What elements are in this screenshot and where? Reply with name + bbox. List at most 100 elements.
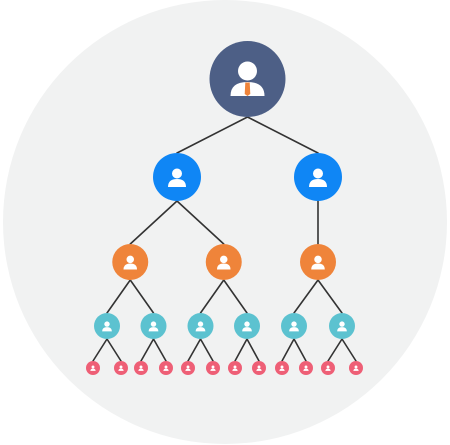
icon-body <box>303 368 309 371</box>
icon-head <box>257 365 261 369</box>
person-icon <box>256 365 262 371</box>
person-icon <box>279 365 285 371</box>
person-icon <box>185 365 191 371</box>
icon-body <box>217 263 231 270</box>
person-icon <box>337 321 347 332</box>
connector-line <box>199 279 225 314</box>
connector-line <box>293 279 319 314</box>
root-node <box>209 41 286 117</box>
member-node-level-4 <box>114 361 128 375</box>
person-icon <box>118 365 124 371</box>
member-node-level-3 <box>329 313 355 339</box>
member-node-level-3 <box>281 313 307 339</box>
icon-body <box>289 327 299 332</box>
connector-line <box>152 338 167 362</box>
person-icon <box>210 365 216 371</box>
member-node-level-4 <box>252 361 266 375</box>
connector-line <box>129 200 178 245</box>
connector-line <box>327 338 343 362</box>
icon-head <box>233 365 237 369</box>
icon-head <box>314 255 322 264</box>
icon-head <box>119 365 123 369</box>
icon-body <box>309 179 327 187</box>
person-icon <box>232 365 238 371</box>
icon-head <box>326 365 330 369</box>
person-icon <box>217 255 231 270</box>
member-node-level-1 <box>153 153 201 201</box>
icon-head <box>91 365 95 369</box>
connector-line <box>129 279 155 314</box>
member-node-level-1 <box>294 153 342 201</box>
person-icon <box>309 168 327 187</box>
icon-head <box>126 255 134 264</box>
member-node-level-3 <box>140 313 167 339</box>
member-node-level-4 <box>228 361 242 375</box>
icon-body <box>185 368 191 371</box>
person-icon <box>325 365 331 371</box>
person-icon <box>311 255 325 270</box>
person-icon <box>289 321 299 332</box>
member-node-level-3 <box>234 313 260 339</box>
person-icon <box>148 321 159 332</box>
icon-body <box>123 263 137 270</box>
icon-body <box>242 327 252 332</box>
icon-head <box>220 255 228 264</box>
icon-body <box>311 263 325 270</box>
member-node-level-2 <box>300 244 336 280</box>
icon-head <box>238 61 257 81</box>
icon-head <box>150 321 157 327</box>
member-node-level-4 <box>86 361 100 375</box>
icon-head <box>291 321 297 327</box>
icon-body <box>325 368 331 371</box>
connector-line <box>176 116 249 154</box>
member-node-level-2 <box>112 244 149 280</box>
connector-line <box>176 200 225 245</box>
connector-lines <box>92 116 357 362</box>
person-icon <box>303 365 309 371</box>
connector-line <box>140 338 155 362</box>
icon-body <box>210 368 216 371</box>
connector-line <box>246 338 260 362</box>
icon-head <box>164 365 168 369</box>
icon-head <box>172 168 182 179</box>
member-node-level-3 <box>187 313 214 339</box>
connector-line <box>317 279 343 314</box>
connector-line <box>92 338 108 362</box>
member-node-level-4 <box>159 361 173 375</box>
person-icon <box>90 365 96 371</box>
member-node-level-4 <box>134 361 148 375</box>
icon-body <box>118 368 124 371</box>
connector-line <box>341 338 357 362</box>
person-icon <box>163 365 169 371</box>
icon-head <box>304 365 308 369</box>
person-icon <box>168 168 186 187</box>
connector-line <box>199 338 214 362</box>
member-node-level-3 <box>94 313 120 339</box>
icon-head <box>313 168 323 179</box>
connector-line <box>106 338 122 362</box>
person-icon <box>195 321 206 332</box>
person-icon <box>242 321 252 332</box>
org-nodes <box>86 41 363 375</box>
icon-body <box>232 368 238 371</box>
icon-body <box>163 368 169 371</box>
icon-body <box>148 327 159 332</box>
connector-line <box>293 338 307 362</box>
connector-line <box>106 279 132 314</box>
icon-body <box>138 368 144 371</box>
connector-line <box>246 116 319 154</box>
icon-body <box>353 368 359 371</box>
icon-head <box>197 321 204 327</box>
member-node-level-4 <box>299 361 313 375</box>
icon-head <box>104 321 110 327</box>
tie-icon <box>244 82 251 96</box>
icon-head <box>186 365 190 369</box>
icon-body <box>279 368 285 371</box>
icon-head <box>244 321 250 327</box>
connector-line <box>281 338 295 362</box>
icon-head <box>139 365 143 369</box>
icon-head <box>339 321 345 327</box>
member-node-level-4 <box>321 361 335 375</box>
icon-body <box>168 179 186 187</box>
member-node-level-4 <box>275 361 289 375</box>
